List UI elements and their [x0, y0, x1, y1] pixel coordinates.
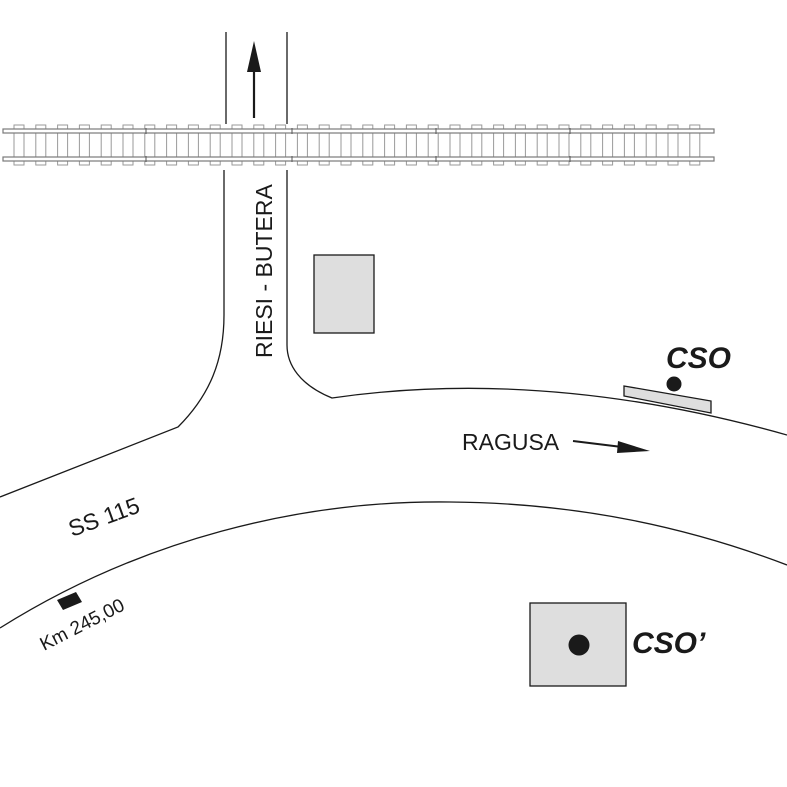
- km-marker-label: Km 245,00: [37, 595, 128, 655]
- railway-tie: [558, 124, 570, 166]
- side-road-left-edge-south: [0, 170, 225, 498]
- railway-tie: [645, 124, 657, 166]
- railway-tie: [623, 124, 635, 166]
- platform: [623, 385, 712, 414]
- cso-label: CSO: [666, 342, 731, 375]
- ragusa-arrow-icon: [572, 440, 650, 453]
- railway-tie: [275, 124, 287, 166]
- cso-prime-point-icon: [568, 634, 590, 656]
- railway-tie: [78, 124, 90, 166]
- ragusa-label: RAGUSA: [462, 429, 560, 455]
- railway-tie: [427, 124, 439, 166]
- railway-tie: [35, 124, 47, 166]
- cso-prime-label: CSO’: [632, 627, 706, 660]
- railway-tie: [580, 124, 592, 166]
- railway-tie: [122, 124, 134, 166]
- railway-tie: [493, 124, 505, 166]
- railway-tie: [187, 124, 199, 166]
- cso-point-icon: [666, 376, 682, 392]
- railway-tie: [362, 124, 374, 166]
- railway-tie: [253, 124, 265, 166]
- railway-tie: [602, 124, 614, 166]
- railway-tie: [384, 124, 396, 166]
- railway-tie: [340, 124, 352, 166]
- main-road-north-edge: [286, 170, 787, 436]
- building: [313, 254, 375, 334]
- railway-tie: [405, 124, 417, 166]
- railway: [2, 124, 715, 166]
- railway-tie: [689, 124, 701, 166]
- railway-tie: [13, 124, 25, 166]
- railway-rail-north: [2, 128, 715, 134]
- railway-tie: [514, 124, 526, 166]
- railway-tie: [166, 124, 178, 166]
- railway-tie: [449, 124, 461, 166]
- side-road-label: RIESI - BUTERA: [251, 184, 277, 358]
- railway-rail-south: [2, 156, 715, 162]
- north-arrow-icon: [247, 41, 261, 118]
- railway-tie: [536, 124, 548, 166]
- railway-tie: [100, 124, 112, 166]
- main-road-south-edge: [0, 501, 787, 629]
- railway-tie: [471, 124, 483, 166]
- railway-tie: [57, 124, 69, 166]
- railway-tie: [318, 124, 330, 166]
- railway-tie: [231, 124, 243, 166]
- main-road-label: SS 115: [65, 492, 143, 542]
- km-marker-icon: [57, 592, 82, 610]
- railway-tie: [296, 124, 308, 166]
- railway-tie: [209, 124, 221, 166]
- railway-tie: [667, 124, 679, 166]
- railway-tie: [144, 124, 156, 166]
